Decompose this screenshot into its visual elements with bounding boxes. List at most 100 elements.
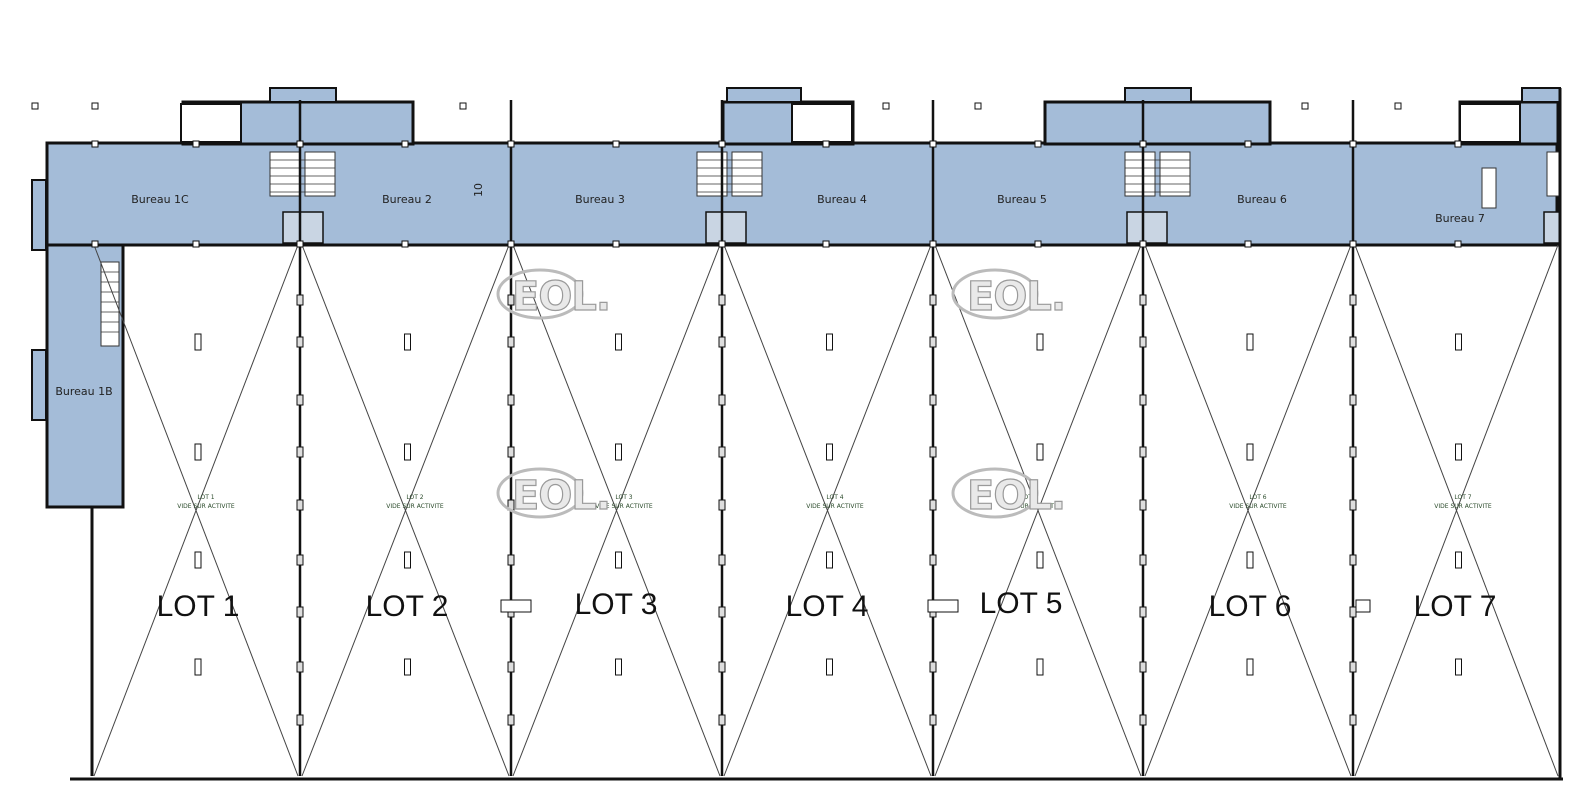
- column: [296, 294, 304, 306]
- watermark-text: EOL.: [967, 473, 1065, 519]
- post: [1244, 140, 1252, 148]
- column: [1139, 714, 1147, 726]
- column: [1455, 658, 1462, 676]
- column: [1036, 333, 1044, 351]
- lot-diagonal: [512, 244, 721, 777]
- column: [1246, 443, 1254, 461]
- column: [1349, 661, 1357, 673]
- column: [929, 714, 937, 726]
- column: [615, 443, 622, 461]
- lot-sublabel: LOT 7: [1454, 494, 1471, 501]
- column: [404, 658, 411, 676]
- post: [401, 140, 409, 148]
- post: [401, 240, 409, 248]
- lot-label: LOT 4: [786, 590, 869, 623]
- column: [404, 443, 411, 461]
- office-label: Bureau 1C: [131, 193, 189, 206]
- stair-box-1: [180, 103, 242, 143]
- column: [1036, 658, 1044, 676]
- office-label: Bureau 7: [1435, 212, 1485, 225]
- lot-label: LOT 7: [1414, 590, 1497, 623]
- post: [718, 140, 726, 148]
- office-label: Bureau 2: [382, 193, 432, 206]
- annex-3: [1043, 100, 1272, 146]
- column: [826, 443, 833, 461]
- post: [296, 240, 304, 248]
- post: [507, 240, 515, 248]
- column: [1455, 333, 1462, 351]
- post: [1454, 240, 1462, 248]
- lot-diagonal: [723, 244, 932, 777]
- side-box-2: [31, 349, 47, 421]
- column: [296, 446, 304, 458]
- lot-label: LOT 3: [575, 588, 658, 621]
- lot-label: LOT 6: [1209, 590, 1292, 623]
- column: [1246, 658, 1254, 676]
- lot-label: LOT 1: [157, 590, 240, 623]
- post: [31, 102, 39, 110]
- post: [296, 140, 304, 148]
- column: [1349, 336, 1357, 348]
- column: [718, 394, 726, 406]
- column: [615, 551, 622, 569]
- office-label: Bureau 5: [997, 193, 1047, 206]
- post: [612, 140, 620, 148]
- lot-diagonal: [934, 244, 1142, 777]
- column: [1139, 499, 1147, 511]
- column: [929, 336, 937, 348]
- watermark-text: EOL.: [512, 473, 610, 519]
- post: [91, 240, 99, 248]
- dimension-label: 10: [472, 183, 485, 197]
- office-label: Bureau 6: [1237, 193, 1287, 206]
- post: [1139, 140, 1147, 148]
- lot-diagonal: [301, 244, 510, 777]
- column: [507, 714, 515, 726]
- column: [929, 661, 937, 673]
- post: [459, 102, 467, 110]
- lot-sublabel: LOT 5: [1020, 494, 1037, 501]
- column: [507, 336, 515, 348]
- column: [507, 294, 515, 306]
- watermark-swoosh: [951, 467, 1039, 519]
- column: [718, 336, 726, 348]
- watermark-swoosh: [496, 467, 584, 519]
- column: [826, 658, 833, 676]
- column: [194, 551, 202, 569]
- column: [296, 661, 304, 673]
- column: [718, 661, 726, 673]
- lot-sublabel: LOT 1: [197, 494, 214, 501]
- column: [718, 499, 726, 511]
- post: [1349, 140, 1357, 148]
- lot-sublabel: VIDE SUR ACTIVITE: [1434, 503, 1492, 510]
- column: [1455, 443, 1462, 461]
- column: [929, 394, 937, 406]
- column: [507, 661, 515, 673]
- lot-sublabel: VIDE SUR ACTIVITE: [386, 503, 444, 510]
- column: [1455, 551, 1462, 569]
- watermark-swoosh: [951, 268, 1039, 320]
- post: [91, 102, 99, 110]
- watermark-swoosh: [496, 268, 584, 320]
- column: [826, 333, 833, 351]
- watermarks: EOL. EOL. EOL. EOL.: [496, 268, 1067, 520]
- post: [1034, 240, 1042, 248]
- watermark-text: EOL.: [512, 274, 610, 320]
- column: [615, 333, 622, 351]
- post: [1454, 140, 1462, 148]
- office-label: Bureau 4: [817, 193, 867, 206]
- stair-box-3: [1459, 103, 1521, 143]
- column: [1349, 394, 1357, 406]
- lot-sublabel: LOT 4: [826, 494, 843, 501]
- post: [929, 240, 937, 248]
- column: [296, 714, 304, 726]
- column: [1139, 394, 1147, 406]
- column: [194, 658, 202, 676]
- column: [194, 333, 202, 351]
- column: [1349, 294, 1357, 306]
- column: [1139, 294, 1147, 306]
- column: [718, 294, 726, 306]
- column: [1139, 606, 1147, 618]
- stair-box-2: [791, 103, 853, 143]
- side-box-1: [31, 179, 47, 251]
